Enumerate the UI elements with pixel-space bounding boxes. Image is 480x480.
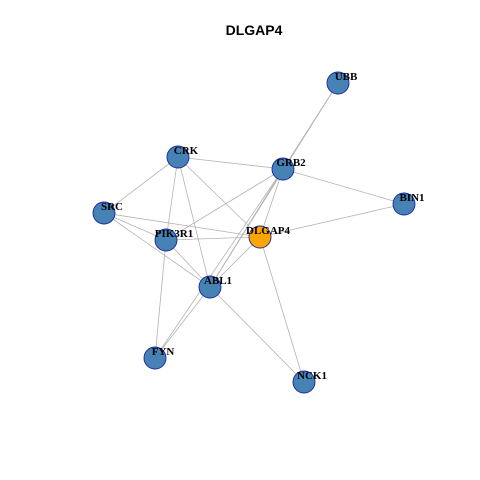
node-src: SRC — [92, 201, 123, 225]
edge-dlgap4-nck1 — [259, 236, 305, 383]
edge-pik3r1-dlgap4 — [165, 236, 261, 241]
node-circle-src — [92, 201, 116, 225]
edge-grb2-dlgap4 — [259, 168, 284, 238]
node-label-dlgap4: DLGAP4 — [246, 225, 291, 237]
node-nck1: NCK1 — [292, 370, 327, 394]
edge-crk-grb2 — [177, 156, 284, 170]
node-circle-grb2 — [271, 157, 295, 181]
edge-grb2-bin1 — [282, 168, 405, 205]
node-pik3r1: PIK3R1 — [154, 228, 194, 252]
node-circle-abl1 — [198, 275, 222, 299]
edge-grb2-abl1 — [209, 168, 284, 288]
node-circle-crk — [166, 145, 190, 169]
node-circle-ubb — [326, 71, 350, 95]
edge-grb2-pik3r1 — [165, 168, 284, 241]
edge-pik3r1-fyn — [154, 239, 167, 359]
node-circle-pik3r1 — [154, 228, 178, 252]
node-label-grb2: GRB2 — [276, 157, 306, 169]
node-bin1: BIN1 — [392, 192, 425, 216]
node-crk: CRK — [166, 145, 199, 169]
node-label-abl1: ABL1 — [204, 275, 232, 287]
edge-src-dlgap4 — [103, 212, 261, 238]
node-label-nck1: NCK1 — [297, 370, 327, 382]
node-circle-bin1 — [392, 192, 416, 216]
edge-crk-abl1 — [177, 156, 211, 288]
node-label-crk: CRK — [174, 145, 199, 157]
edge-grb2-fyn — [154, 168, 284, 359]
node-circle-fyn — [143, 346, 167, 370]
node-abl1: ABL1 — [198, 275, 232, 299]
node-ubb: UBB — [326, 71, 358, 95]
node-circle-nck1 — [292, 370, 316, 394]
edge-dlgap4-abl1 — [209, 236, 261, 288]
edge-abl1-fyn — [154, 286, 211, 359]
node-label-pik3r1: PIK3R1 — [155, 228, 194, 240]
diagram-title: DLGAP4 — [226, 22, 283, 38]
edge-bin1-dlgap4 — [259, 203, 405, 238]
node-label-fyn: FYN — [152, 346, 175, 358]
node-fyn: FYN — [143, 346, 175, 370]
node-grb2: GRB2 — [271, 157, 306, 181]
edge-crk-pik3r1 — [165, 156, 179, 241]
edge-crk-src — [103, 156, 179, 214]
edge-src-abl1 — [103, 212, 211, 288]
node-label-ubb: UBB — [335, 71, 358, 83]
node-label-src: SRC — [101, 201, 123, 213]
node-circle-dlgap4 — [248, 225, 272, 249]
edge-abl1-nck1 — [209, 286, 305, 383]
node-label-bin1: BIN1 — [399, 192, 424, 204]
node-dlgap4: DLGAP4 — [246, 225, 291, 249]
